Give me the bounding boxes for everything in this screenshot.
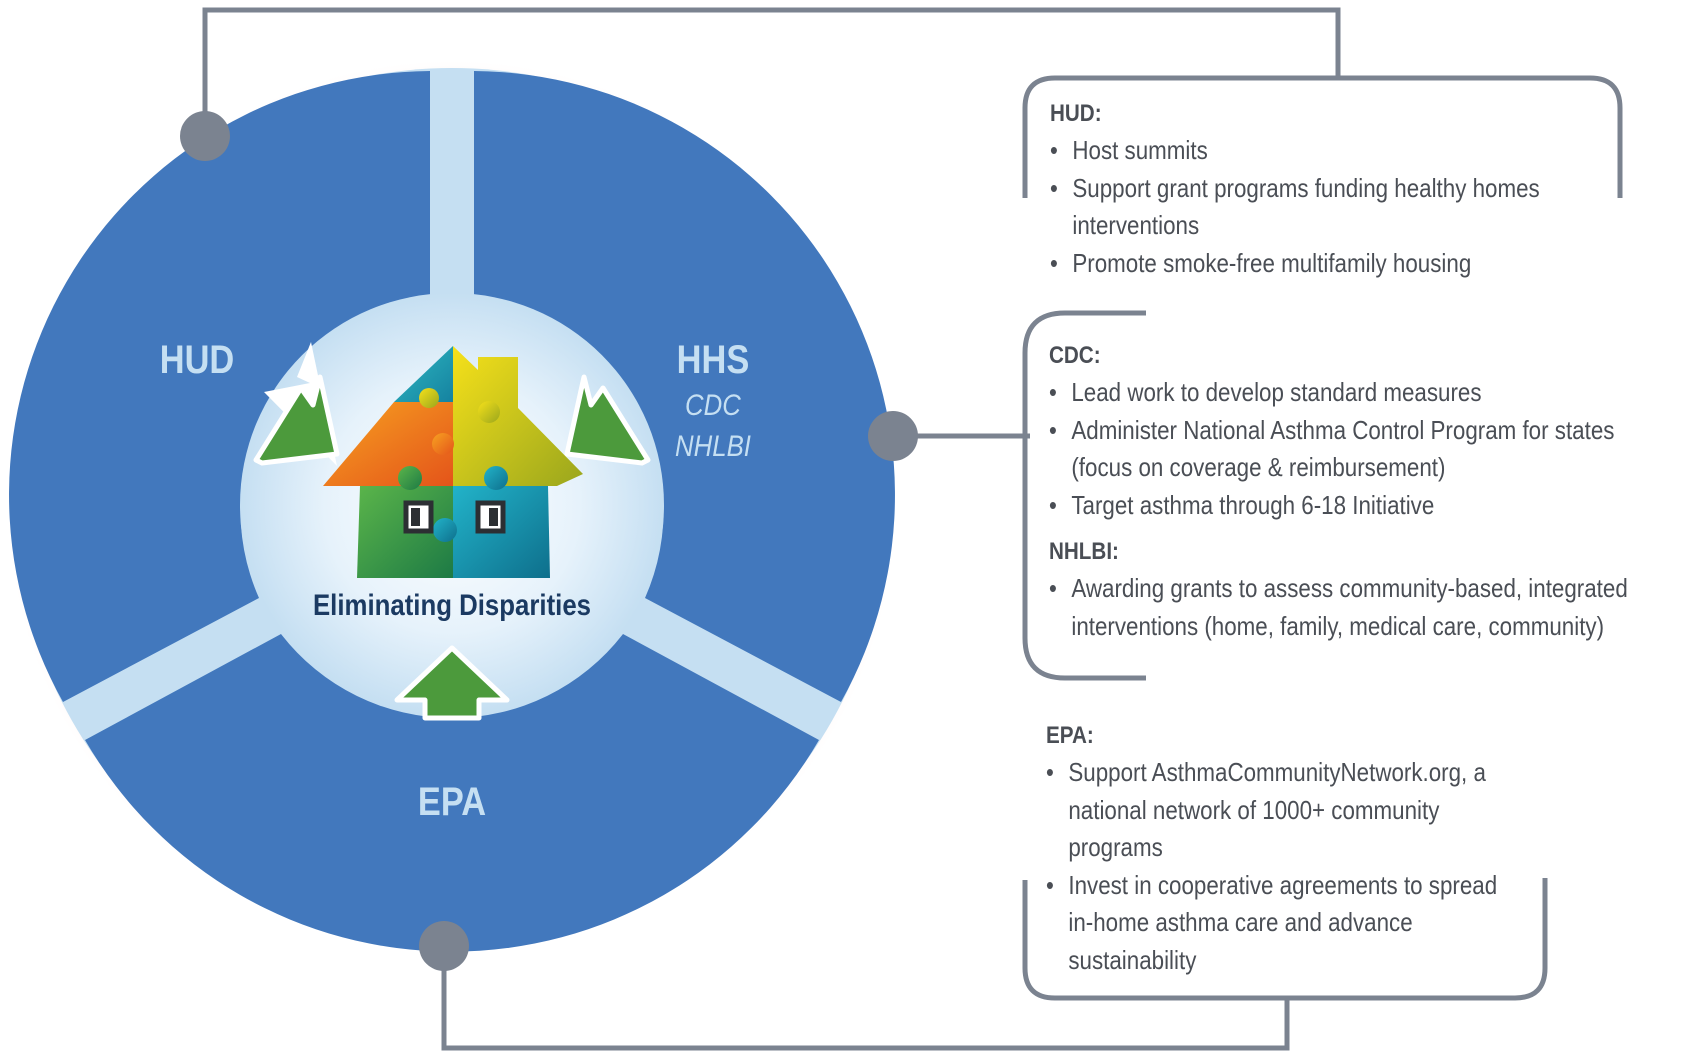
cdc-bracket <box>1022 310 1146 681</box>
panel-brackets <box>1022 75 1623 1001</box>
bottom-arrow <box>394 645 510 721</box>
list-item: •Support AsthmaCommunityNetwork.org, a n… <box>1046 754 1528 867</box>
segment-label-epa: EPA <box>418 779 486 824</box>
center-title: Eliminating Disparities <box>313 588 591 621</box>
cdc-panel-list: •Lead work to develop standard measures … <box>1049 374 1708 524</box>
nhlbi-panel-list: •Awarding grants to assess community-bas… <box>1049 570 1708 645</box>
bullet-dot: • <box>1046 869 1054 900</box>
cdc-panel: CDC: •Lead work to develop standard meas… <box>1049 338 1708 645</box>
bullet-dot: • <box>1049 377 1057 407</box>
bullet-dot: • <box>1046 757 1054 787</box>
epa-connector <box>441 948 1290 1051</box>
segment-label-hud: HUD <box>160 337 235 382</box>
list-item: •Awarding grants to assess community-bas… <box>1049 570 1642 645</box>
segment-sublabel-cdc: CDC <box>685 388 742 421</box>
bullet-dot: • <box>1049 414 1057 445</box>
bullet-dot: • <box>1050 172 1058 203</box>
bullet-dot: • <box>1050 135 1058 165</box>
inward-arrow-icon <box>253 342 651 721</box>
left-arrow <box>253 374 340 466</box>
segment-label-hhs: HHS <box>677 337 750 382</box>
segment-hhs <box>474 71 895 702</box>
list-item: •Support grant programs funding healthy … <box>1050 170 1592 245</box>
bullet-dot: • <box>1050 247 1058 278</box>
list-item: •Target asthma through 6-18 Initiative <box>1049 487 1642 525</box>
segment-sublabel-nhlbi: NHLBI <box>675 429 751 462</box>
epa-connector-dot <box>419 921 469 971</box>
hud-connector <box>202 7 1341 136</box>
bullet-dot: • <box>1049 489 1057 520</box>
hhs-connector-dot <box>868 411 918 461</box>
epa-panel-heading: EPA: <box>1046 722 1094 749</box>
right-arrow <box>564 374 651 466</box>
list-item: •Promote smoke-free multifamily housing <box>1050 245 1592 283</box>
hud-connector-dot <box>180 111 230 161</box>
hud-bracket <box>1022 75 1623 198</box>
segment-epa <box>85 634 819 952</box>
list-item: •Administer National Asthma Control Prog… <box>1049 412 1642 487</box>
hud-panel: HUD: •Host summits •Support grant progra… <box>1050 96 1680 282</box>
nhlbi-panel-heading: NHLBI: <box>1049 538 1119 565</box>
list-item: •Invest in cooperative agreements to spr… <box>1046 867 1528 980</box>
epa-panel-list: •Support AsthmaCommunityNetwork.org, a n… <box>1046 754 1606 979</box>
segments <box>9 71 895 952</box>
bullet-dot: • <box>1049 573 1057 603</box>
list-item: •Lead work to develop standard measures <box>1049 374 1642 412</box>
list-item: •Host summits <box>1050 132 1592 170</box>
segment-hud <box>9 71 431 702</box>
hud-panel-list: •Host summits •Support grant programs fu… <box>1050 132 1680 282</box>
cdc-panel-heading: CDC: <box>1049 342 1101 369</box>
hud-panel-heading: HUD: <box>1050 100 1102 127</box>
puzzle-house-icon <box>323 346 583 578</box>
epa-bracket <box>1022 878 1548 1001</box>
epa-panel: EPA: •Support AsthmaCommunityNetwork.org… <box>1046 718 1606 979</box>
